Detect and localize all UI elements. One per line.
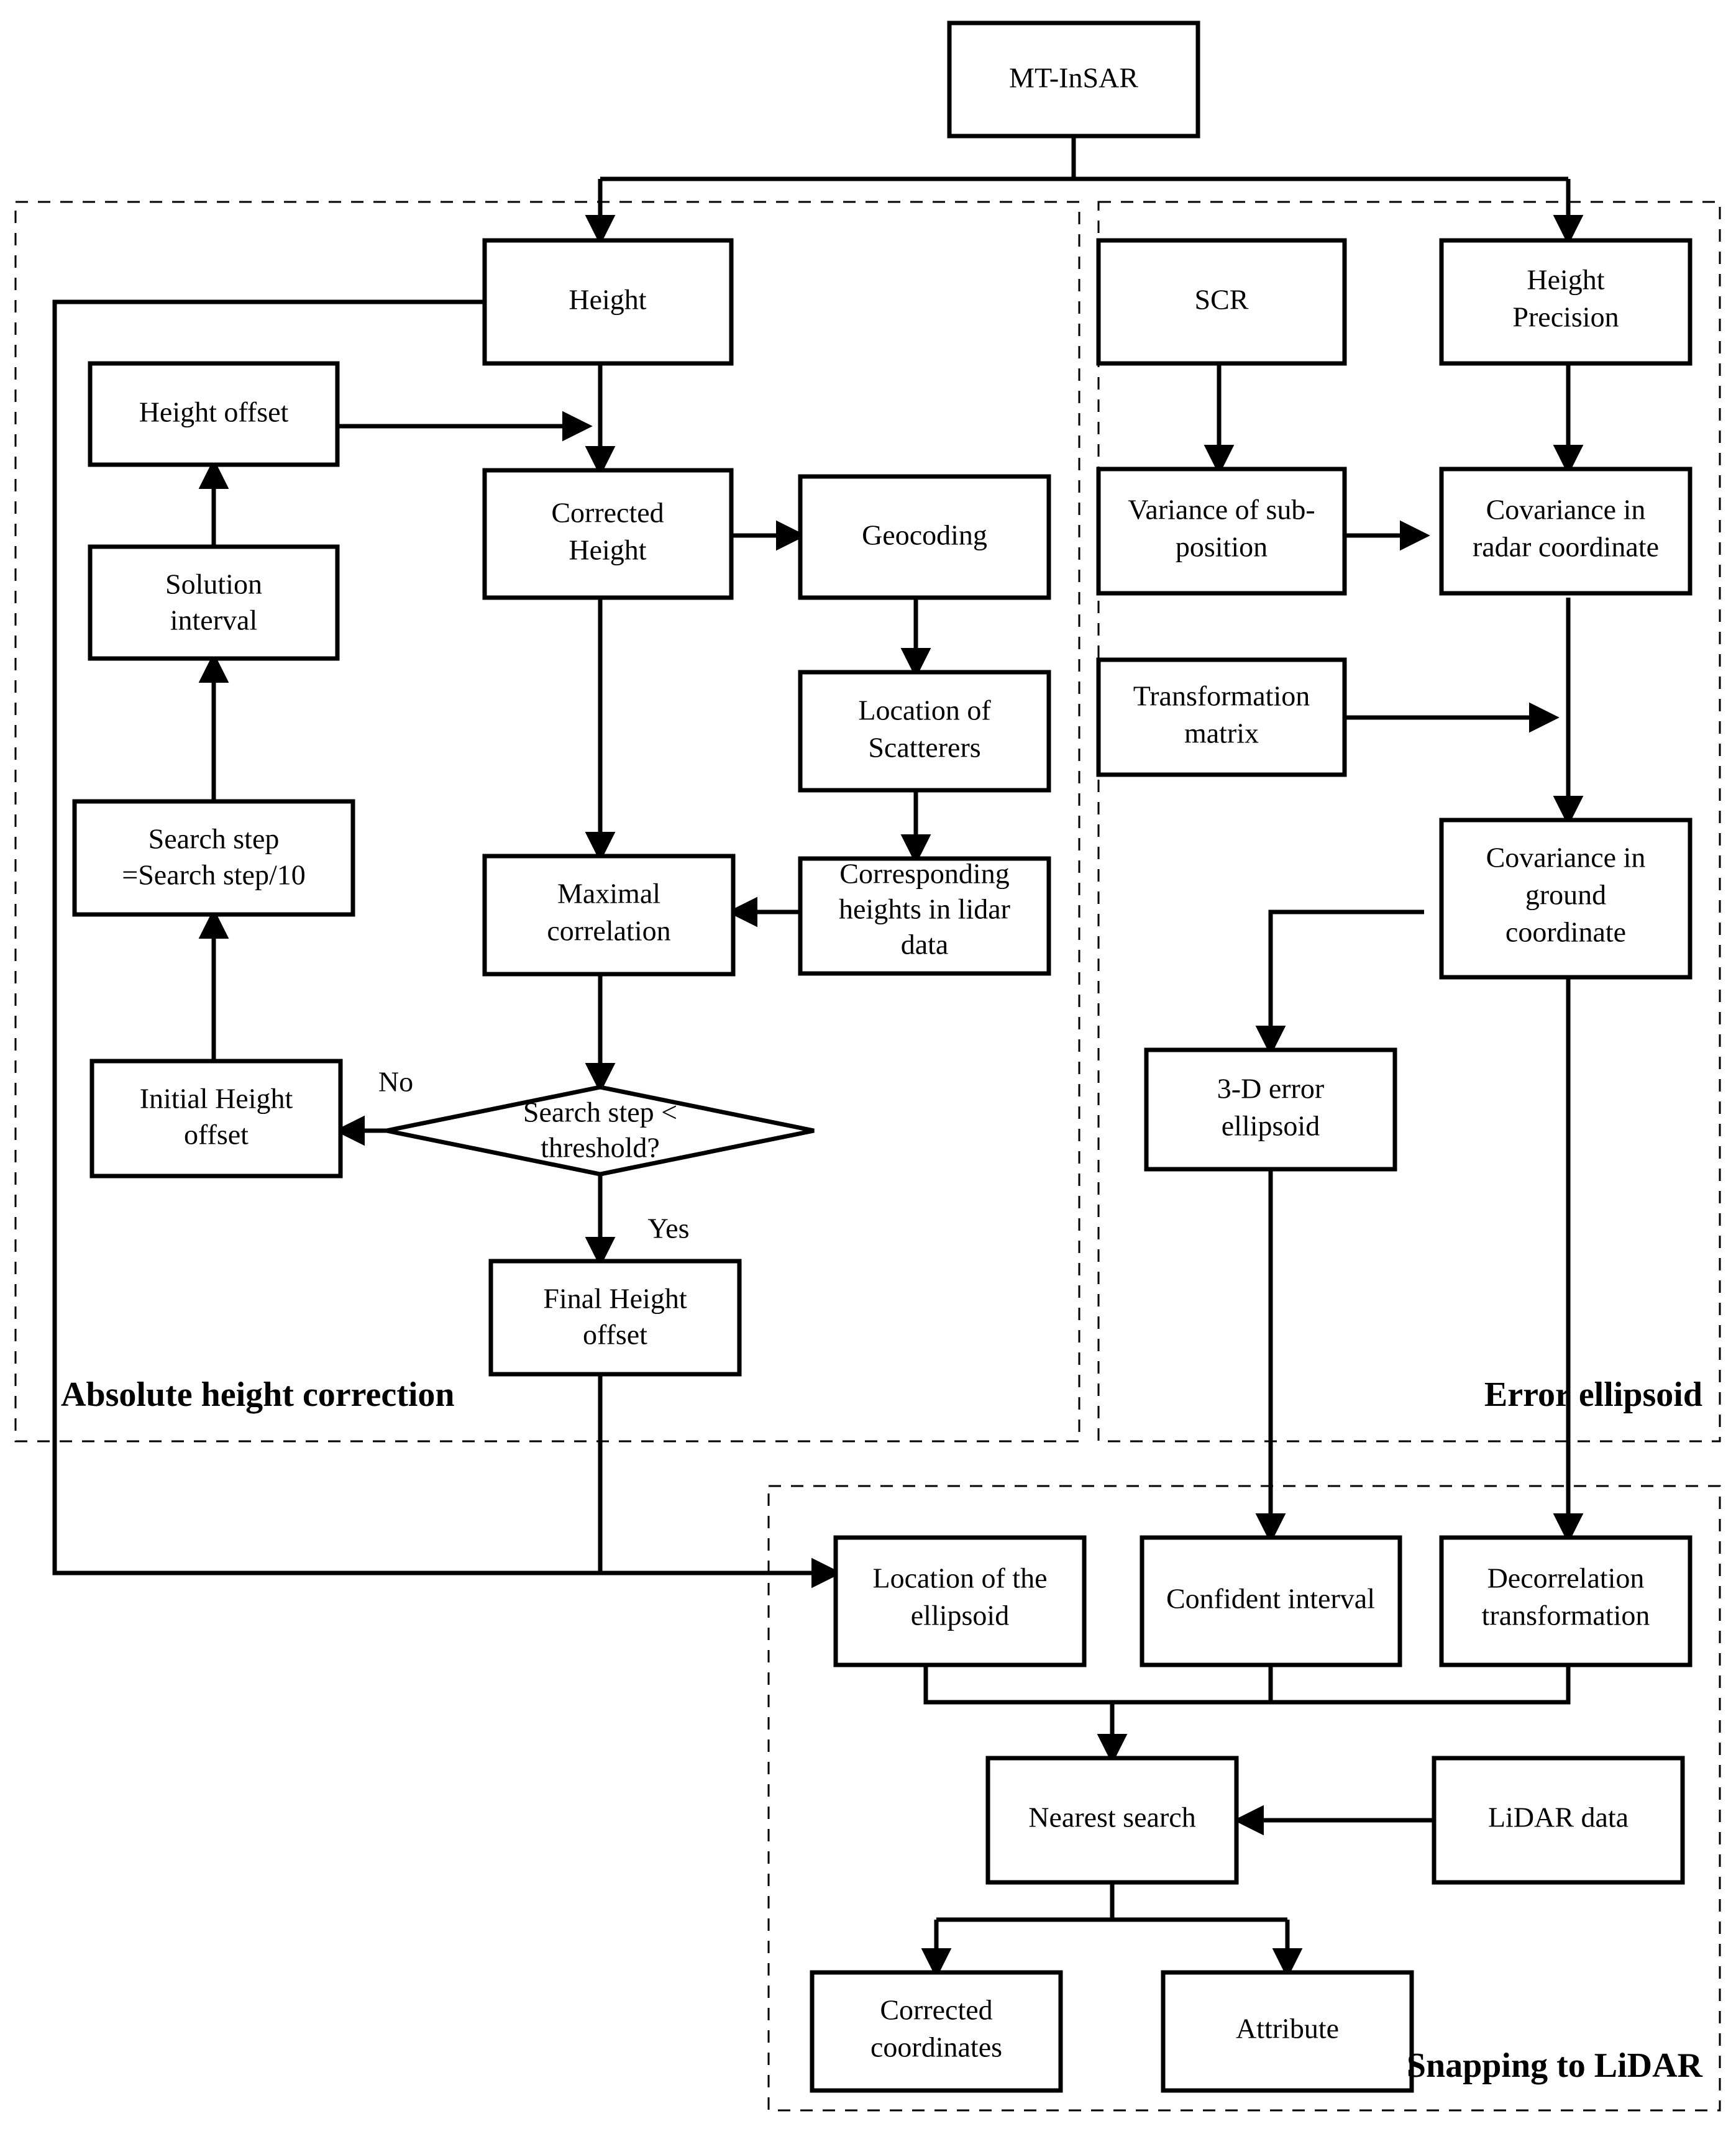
node-label-line1: Decorrelation [1487, 1562, 1645, 1594]
node-label-line1: Variance of sub- [1128, 494, 1315, 526]
node-confident-interval[interactable]: Confident interval [1140, 1535, 1402, 1667]
link-height-feedback-loop [52, 299, 842, 1589]
panel-absolute-height-correction [14, 201, 1080, 1443]
node-transformation-matrix[interactable]: Transformation matrix [1096, 657, 1347, 777]
node-label: Height offset [139, 396, 289, 428]
node-label-line2: transformation [1482, 1600, 1650, 1631]
node-label-line1: Search step < [523, 1096, 677, 1128]
node-label-line1: Corrected [880, 1994, 992, 2026]
node-corresponding-heights-lidar[interactable]: Corresponding heights in lidar data [798, 856, 1051, 976]
node-label-line2: offset [583, 1319, 647, 1351]
node-label: MT-InSAR [1009, 62, 1138, 94]
node-label-line2: correlation [547, 915, 670, 947]
node-label-line2: radar coordinate [1473, 531, 1659, 563]
node-label-line2: coordinates [870, 2031, 1002, 2063]
node-decision-search-step-threshold[interactable]: Search step < threshold? [386, 1085, 815, 1177]
node-label-line2: position [1176, 531, 1268, 563]
node-covariance-radar-coordinate[interactable]: Covariance in radar coordinate [1439, 467, 1693, 596]
node-label-line2: Height [569, 534, 646, 566]
node-label-line1: Height [1527, 264, 1604, 296]
node-label-line1: 3-D error [1217, 1073, 1324, 1105]
node-label: Nearest search [1028, 1802, 1195, 1833]
node-geocoding[interactable]: Geocoding [798, 474, 1051, 600]
node-label: Attribute [1236, 2013, 1339, 2045]
node-label-line1: Initial Height [140, 1083, 293, 1115]
node-label: Geocoding [862, 519, 987, 551]
node-3d-error-ellipsoid[interactable]: 3-D error ellipsoid [1144, 1047, 1397, 1172]
node-label-line1: Maximal [557, 878, 660, 909]
section-label-error-ellipsoid: Error ellipsoid [1484, 1375, 1702, 1414]
node-scr[interactable]: SCR [1096, 238, 1347, 366]
edge-label-yes: Yes [648, 1213, 690, 1244]
node-covariance-ground-coordinate[interactable]: Covariance in ground coordinate [1439, 818, 1693, 980]
node-final-height-offset[interactable]: Final Height offset [488, 1259, 742, 1377]
node-location-of-the-ellipsoid[interactable]: Location of the ellipsoid [833, 1535, 1087, 1667]
node-corrected-height[interactable]: Corrected Height [482, 468, 734, 600]
node-label-line1: Solution [165, 568, 262, 600]
node-search-step-update[interactable]: Search step =Search step/10 [72, 799, 355, 917]
link-merge-to-nearestsearch [923, 1665, 1571, 1705]
node-label-line3: coordinate [1505, 916, 1626, 948]
node-label-line2: interval [170, 604, 258, 636]
node-location-of-scatterers[interactable]: Location of Scatterers [798, 670, 1051, 793]
node-lidar-data[interactable]: LiDAR data [1432, 1756, 1685, 1885]
edge-label-no: No [378, 1066, 413, 1098]
node-label-line2: =Search step/10 [122, 859, 305, 891]
node-corrected-coordinates[interactable]: Corrected coordinates [810, 1970, 1063, 2093]
node-label-line1: Corrected [551, 497, 664, 529]
node-label-line1: Covariance in [1486, 494, 1646, 526]
node-mt-insar[interactable]: MT-InSAR [947, 21, 1200, 139]
node-label-line3: data [901, 929, 949, 960]
node-height-precision[interactable]: Height Precision [1439, 238, 1693, 366]
node-variance-of-sub-position[interactable]: Variance of sub- position [1096, 467, 1347, 596]
node-label: Confident interval [1166, 1583, 1375, 1615]
node-height-offset[interactable]: Height offset [88, 361, 340, 467]
node-label-line2: Precision [1512, 301, 1619, 333]
node-label-line1: Transformation [1133, 680, 1310, 712]
node-label-line2: matrix [1184, 718, 1259, 749]
node-label: Height [569, 284, 646, 316]
node-label-line2: threshold? [541, 1132, 660, 1164]
panel-snapping-to-lidar [767, 1485, 1721, 2112]
node-attribute[interactable]: Attribute [1161, 1970, 1414, 2093]
node-label-line1: Corresponding [839, 858, 1009, 890]
node-maximal-correlation[interactable]: Maximal correlation [482, 854, 736, 977]
panel-error-ellipsoid [1097, 201, 1721, 1443]
node-label-line2: ellipsoid [1222, 1110, 1320, 1142]
node-label-line1: Covariance in [1486, 842, 1646, 873]
node-nearest-search[interactable]: Nearest search [985, 1756, 1239, 1885]
node-label-line2: Scatterers [868, 732, 980, 764]
node-label-line2: offset [184, 1119, 249, 1151]
node-solution-interval[interactable]: Solution interval [88, 544, 340, 661]
node-label-line2: heights in lidar [839, 893, 1010, 925]
node-label-line1: Location of the [872, 1562, 1047, 1594]
node-label: SCR [1195, 284, 1249, 316]
node-label: LiDAR data [1488, 1802, 1629, 1833]
node-label-line1: Final Height [543, 1283, 687, 1315]
node-initial-height-offset[interactable]: Initial Height offset [89, 1059, 343, 1178]
link-covground-to-3derror [1255, 909, 1424, 1056]
section-label-snapping-to-lidar: Snapping to LiDAR [1407, 2046, 1703, 2085]
node-label-line1: Search step [148, 823, 280, 855]
node-label-line2: ground [1525, 879, 1606, 911]
node-label-line2: ellipsoid [911, 1600, 1009, 1631]
node-decorrelation-transformation[interactable]: Decorrelation transformation [1439, 1535, 1693, 1667]
section-label-absolute-height-correction: Absolute height correction [61, 1375, 455, 1414]
node-label-line1: Location of [858, 695, 991, 726]
node-height[interactable]: Height [482, 238, 734, 366]
